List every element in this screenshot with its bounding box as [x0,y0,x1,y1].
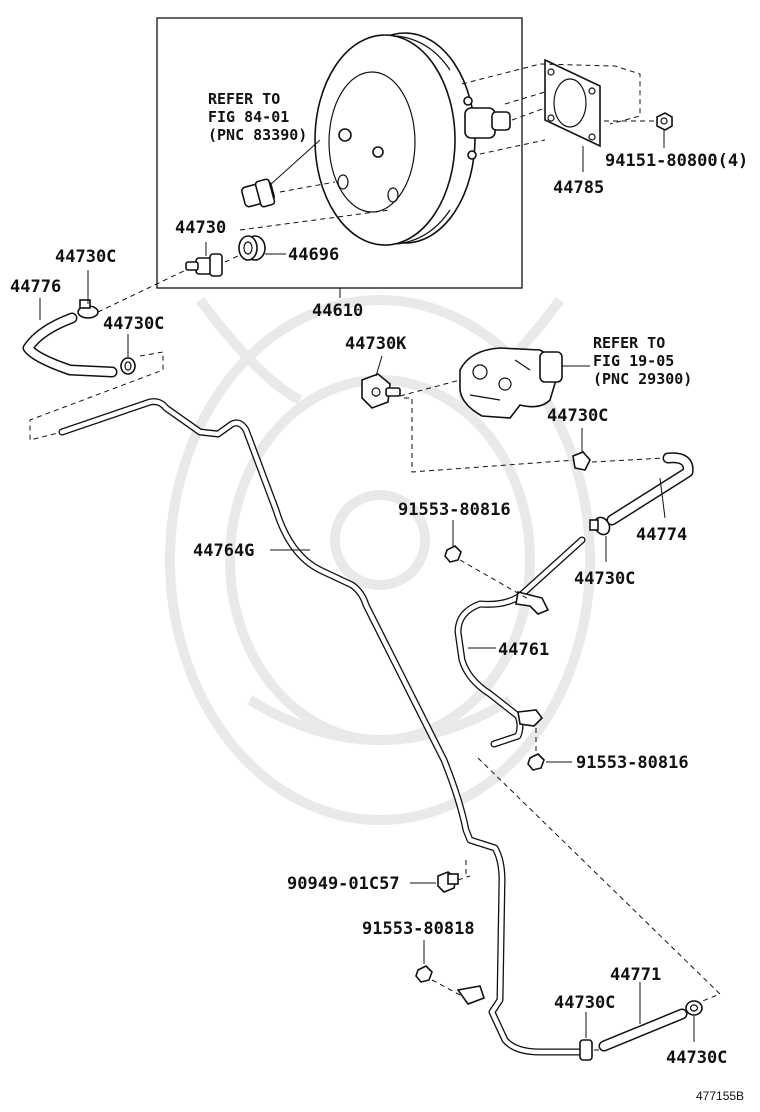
refer-note-fig84: REFER TO FIG 84-01 (PNC 83390) [208,90,307,144]
hose-44774 [606,452,694,526]
label-91553-80818: 91553-80818 [362,919,475,939]
nut-94151 [604,112,673,131]
label-94151: 94151-80800(4) [605,151,748,171]
svg-text:REFER TO: REFER TO [208,90,280,108]
label-44776: 44776 [10,277,61,297]
label-44761: 44761 [498,640,549,660]
label-44730c-5: 44730C [554,993,615,1013]
label-44764g: 44764G [193,541,254,561]
label-91553-80816-b: 91553-80816 [576,753,689,773]
svg-text:FIG 84-01: FIG 84-01 [208,108,289,126]
label-44610: 44610 [312,301,363,321]
vacuum-pipe-44761 [454,536,586,748]
connection-dash-pump [404,397,576,473]
label-44730c-3: 44730C [547,406,608,426]
svg-text:REFER TO: REFER TO [593,334,665,352]
label-90949: 90949-01C57 [287,874,400,894]
label-44730c-6: 44730C [666,1048,727,1068]
label-44730: 44730 [175,218,226,238]
label-44730c-4: 44730C [574,569,635,589]
svg-text:FIG 19-05: FIG 19-05 [593,352,674,370]
figure-number: 477155B [696,1089,744,1103]
clip-44730c-mid [589,516,611,536]
connection-dash-left [29,351,164,441]
svg-text:(PNC 83390): (PNC 83390) [208,126,307,144]
gasket-44785 [461,58,641,155]
hose-44776 [22,269,187,378]
union-44730 [185,209,391,277]
clip-44730c-top [77,299,99,319]
bolt-91553-80816-a [444,545,531,601]
label-44696: 44696 [288,245,339,265]
clip-44730c-lower-left [579,1039,602,1061]
vacuum-pipe-44764g [58,398,586,1056]
bolt-91553-80818 [415,965,486,1005]
label-91553-80816-a: 91553-80816 [398,500,511,520]
label-44774: 44774 [636,525,687,545]
clip-44730c-lower-right [685,1000,703,1016]
hose-44771 [598,1008,688,1052]
label-44730c-2: 44730C [103,314,164,334]
label-44730c-1: 44730C [55,247,116,267]
check-valve-fitting [241,139,336,208]
clip-44730c-second [120,357,136,375]
bolt-91553-80816-b [527,728,545,771]
clip-44730c-right [572,451,591,471]
grommet-44696 [238,235,266,261]
clamp-90949-01c57 [437,860,471,893]
connection-dash-right [477,757,721,1007]
label-44771: 44771 [610,965,661,985]
vacuum-pump [399,347,590,419]
brake-booster [314,32,511,246]
label-44785: 44785 [553,178,604,198]
union-44730k [361,373,401,409]
refer-note-fig19: REFER TO FIG 19-05 (PNC 29300) [593,334,692,388]
label-44730k: 44730K [345,334,407,354]
svg-text:(PNC 29300): (PNC 29300) [593,370,692,388]
